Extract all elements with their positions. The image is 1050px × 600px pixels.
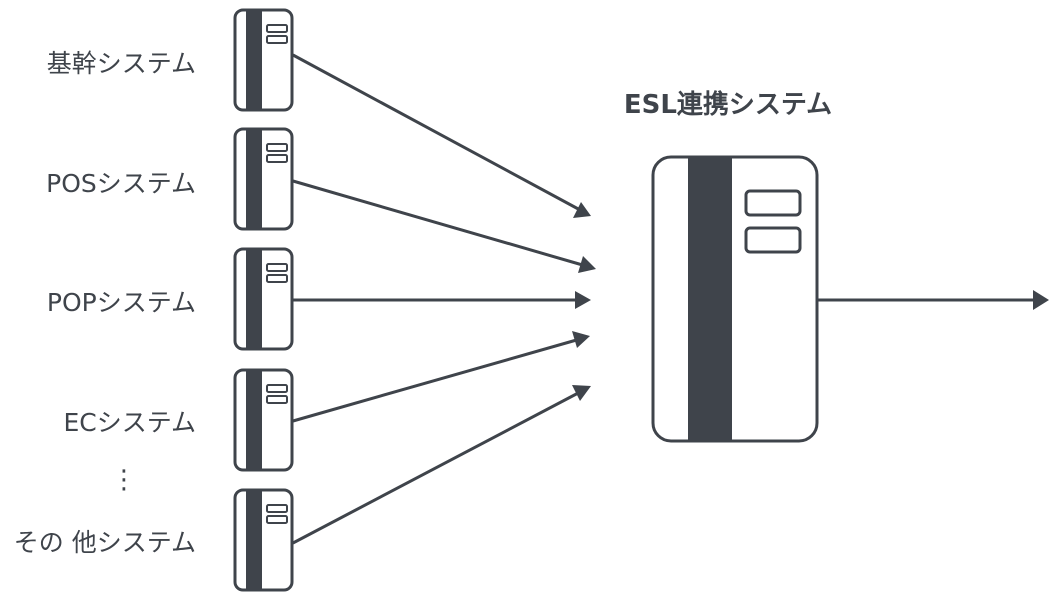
connector-other xyxy=(292,389,583,545)
server-icon xyxy=(233,8,294,112)
server-icon xyxy=(233,368,294,472)
connector-pos xyxy=(292,179,587,268)
connector-ec xyxy=(292,337,581,423)
source-label-pos: POSシステム xyxy=(46,169,196,198)
server-icon xyxy=(233,247,294,351)
server-icon xyxy=(651,155,819,443)
source-label-pop: POPシステム xyxy=(47,288,196,317)
hub-title: ESL連携システム xyxy=(624,89,832,120)
arrowhead-icon xyxy=(572,331,590,348)
source-label-core: 基幹システム xyxy=(47,49,196,78)
arrowhead-icon xyxy=(1033,290,1049,310)
arrowhead-icon xyxy=(578,256,596,273)
arrowhead-icon xyxy=(575,291,591,309)
server-icon xyxy=(233,127,294,231)
more-systems-ellipsis: ⋮ xyxy=(111,465,137,495)
connector-core xyxy=(292,53,583,213)
server-icon xyxy=(233,488,294,592)
source-label-ec: ECシステム xyxy=(63,408,196,437)
arrowhead-icon xyxy=(573,202,591,218)
source-label-other: その 他システム xyxy=(14,528,196,557)
arrowhead-icon xyxy=(572,385,591,401)
